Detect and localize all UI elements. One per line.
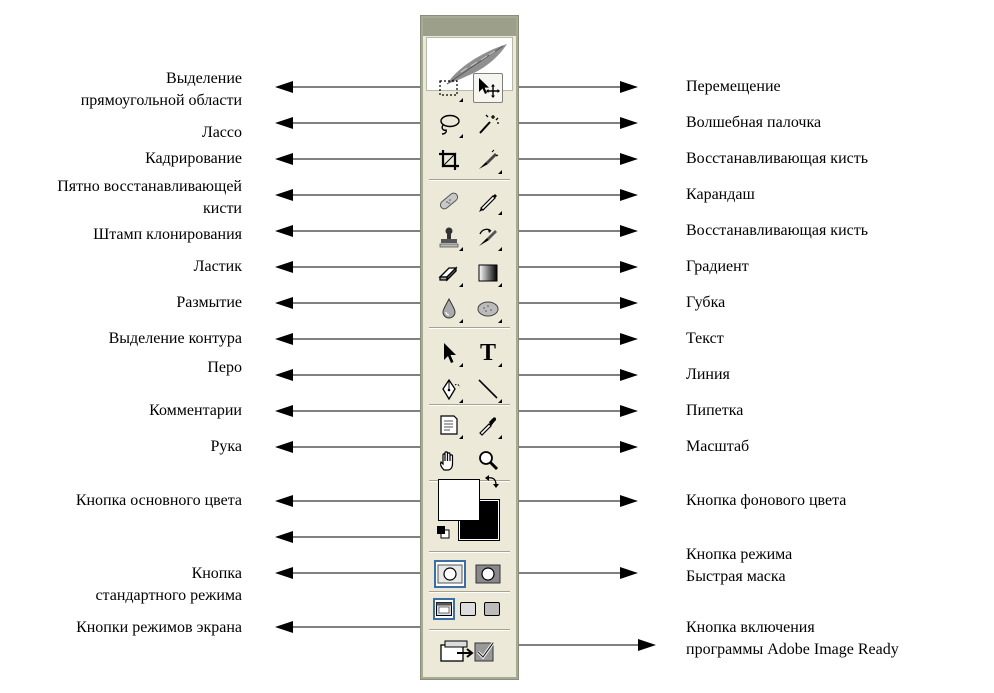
default-colors-icon[interactable]	[436, 525, 450, 539]
lasso-tool[interactable]	[434, 109, 464, 139]
label-sponge: Губка	[686, 294, 726, 311]
label-text: Текст	[686, 330, 724, 347]
eraser-icon	[438, 266, 458, 282]
jump-to-imageready-button[interactable]	[435, 636, 501, 666]
blur-icon	[442, 297, 456, 319]
pen-icon	[442, 378, 461, 401]
move-icon	[479, 78, 500, 98]
label-history-brush: Восстанавливающая кисть	[686, 222, 869, 239]
label-gradient: Градиент	[686, 258, 749, 275]
hand-icon	[440, 451, 454, 471]
rectangular-marquee-icon	[439, 80, 458, 96]
magic-wand-icon	[479, 114, 499, 134]
history-brush-tool[interactable]	[473, 222, 503, 252]
gradient-tool[interactable]	[473, 258, 503, 288]
hand-tool[interactable]	[434, 446, 464, 476]
label-eyedropper: Пипетка	[686, 402, 744, 419]
standard-mode-button[interactable]	[434, 560, 466, 588]
crop-tool[interactable]	[434, 145, 464, 175]
screen-mode-full-icon	[484, 602, 500, 616]
sponge-icon	[477, 301, 499, 317]
label-lasso: Лассо	[201, 124, 242, 141]
tools-palette: T	[420, 15, 519, 680]
notes-icon	[440, 415, 458, 435]
label-healing-brush: Восстанавливающая кисть	[686, 150, 869, 167]
clone-stamp-icon	[439, 227, 459, 248]
screen-mode-standard-icon	[436, 602, 452, 616]
label-move: Перемещение	[686, 78, 781, 95]
notes-tool[interactable]	[434, 410, 464, 440]
zoom-icon	[479, 451, 499, 471]
swap-colors-icon[interactable]	[484, 474, 500, 490]
text-tool[interactable]: T	[473, 338, 503, 368]
screen-mode-full-menu-button[interactable]	[459, 600, 477, 618]
line-icon	[478, 379, 498, 399]
pencil-tool[interactable]	[473, 186, 503, 216]
palette-title-bar[interactable]	[423, 18, 516, 36]
lasso-icon	[440, 114, 460, 135]
label-clone-stamp: Штамп клонирования	[93, 226, 242, 243]
label-pen: Перо	[207, 359, 242, 376]
label-path-selection: Выделение контура	[108, 330, 242, 347]
foreground-color-swatch[interactable]	[438, 479, 480, 521]
label-eraser: Ластик	[193, 258, 242, 275]
label-crop: Кадрирование	[145, 150, 242, 167]
magic-wand-tool[interactable]	[473, 109, 503, 139]
healing-brush-icon	[479, 149, 499, 169]
sponge-tool[interactable]	[473, 294, 503, 324]
eraser-tool[interactable]	[434, 258, 464, 288]
crop-icon	[439, 150, 459, 170]
screen-mode-full-menu-icon	[460, 602, 476, 616]
history-brush-icon	[479, 228, 497, 246]
blur-tool[interactable]	[434, 294, 464, 324]
imageready-icon	[440, 640, 495, 662]
screen-mode-full-button[interactable]	[483, 600, 501, 618]
healing-brush-tool[interactable]	[473, 145, 503, 175]
eyedropper-icon	[479, 417, 496, 436]
label-background-color: Кнопка фонового цвета	[686, 492, 847, 509]
spot-healing-tool[interactable]	[434, 186, 464, 216]
label-line: Линия	[686, 366, 730, 383]
pencil-icon	[479, 194, 497, 212]
label-screen-modes: Кнопки режимов экрана	[76, 619, 242, 636]
label-hand: Рука	[210, 438, 242, 455]
label-zoom: Масштаб	[686, 438, 750, 455]
clone-stamp-tool[interactable]	[434, 222, 464, 252]
gradient-icon	[478, 264, 498, 282]
spot-healing-icon	[439, 192, 459, 210]
path-selection-icon	[444, 343, 456, 363]
zoom-tool[interactable]	[473, 446, 503, 476]
pen-tool[interactable]	[434, 374, 464, 404]
label-magic-wand: Волшебная палочка	[686, 114, 822, 131]
label-foreground-color: Кнопка основного цвета	[75, 492, 242, 509]
rectangular-marquee-tool[interactable]	[434, 73, 464, 103]
standard-mode-icon	[437, 564, 463, 584]
quick-mask-button[interactable]	[473, 562, 503, 586]
eyedropper-tool[interactable]	[473, 410, 503, 440]
quick-mask-icon	[475, 564, 501, 584]
line-tool[interactable]	[473, 374, 503, 404]
path-selection-tool[interactable]	[434, 338, 464, 368]
screen-mode-standard-button[interactable]	[433, 598, 455, 620]
label-pencil: Карандаш	[686, 186, 755, 203]
move-tool[interactable]	[473, 73, 503, 103]
label-blur: Размытие	[176, 294, 242, 311]
label-notes: Комментарии	[149, 402, 242, 419]
feather-icon	[446, 44, 507, 85]
text-icon: T	[479, 340, 496, 366]
